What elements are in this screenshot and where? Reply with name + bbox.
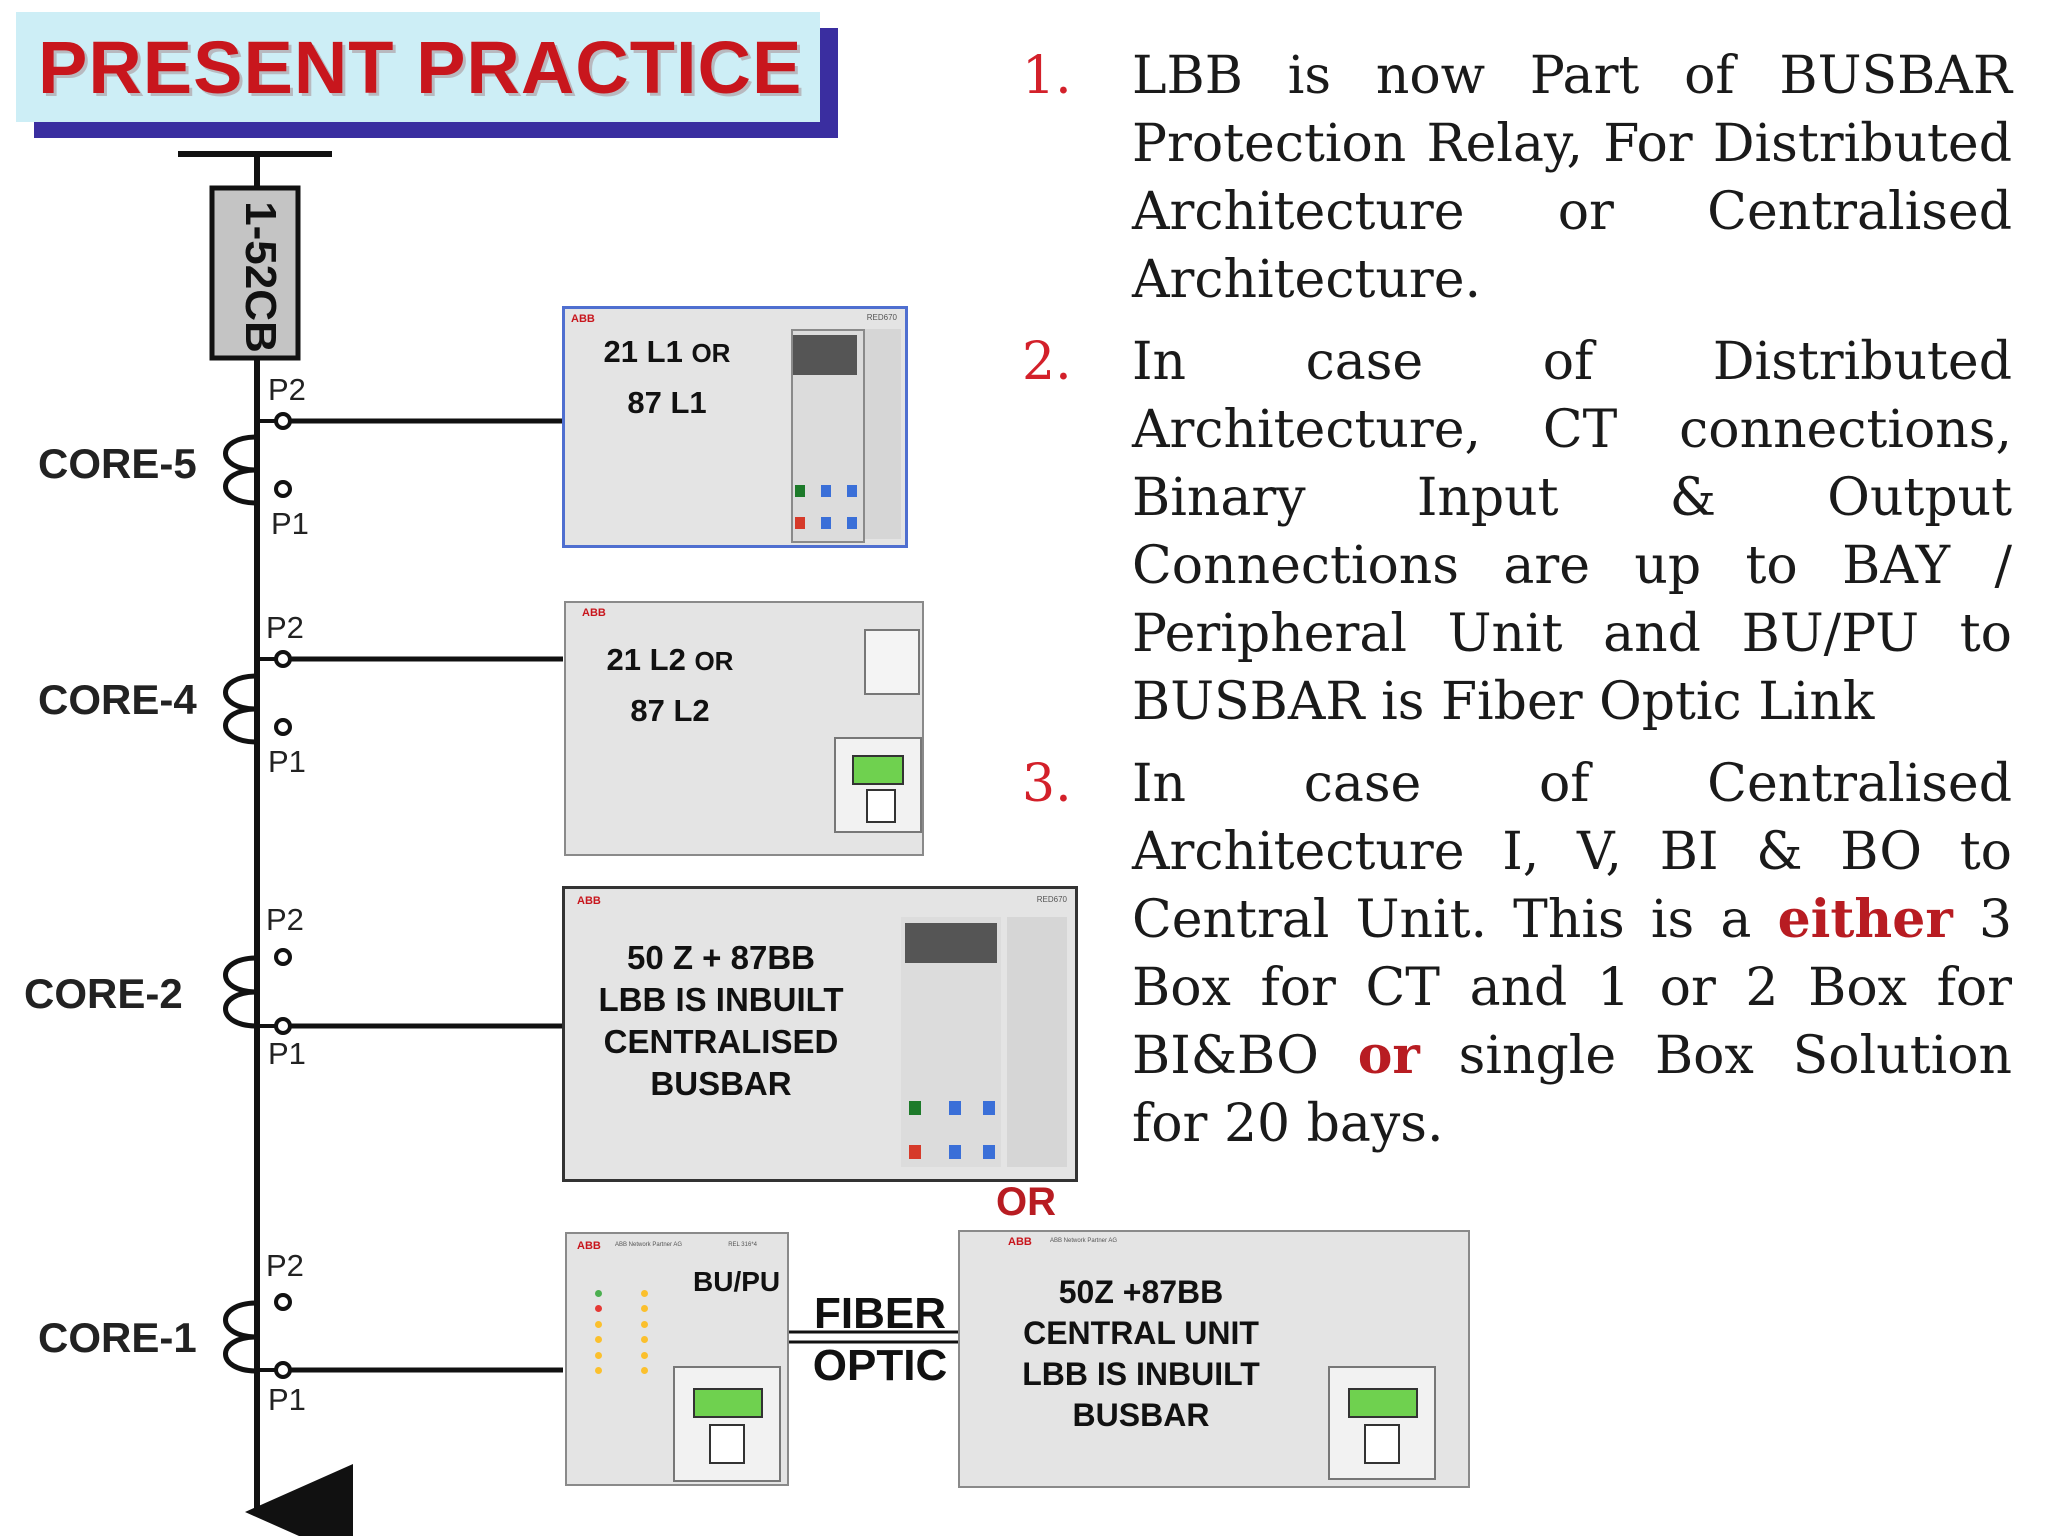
relay1-green-button: [795, 485, 805, 497]
relay-centralised-busbar: ABB RED670 50 Z + 87BB LBB IS INBUILT CE…: [562, 886, 1078, 1182]
relay-21l1-87l1: ABB RED670 21 L1 OR 87 L1: [562, 306, 908, 548]
relay3-key: [949, 1145, 961, 1159]
relay-21l2-87l2: ABB 21 L2 OR 87 L2: [564, 601, 924, 856]
relay3-red-button: [909, 1145, 921, 1159]
relay3-key: [949, 1101, 961, 1115]
relay1-key: [847, 517, 857, 529]
list-item-number: 3.: [1022, 754, 1072, 814]
abb-logo: ABB: [582, 607, 606, 619]
core5-p2-label: P2: [268, 372, 306, 407]
fiber-optic-label: FIBER OPTIC: [812, 1289, 948, 1390]
list-item-number: 1.: [1022, 46, 1072, 106]
vendor-label: ABB Network Partner AG: [615, 1242, 683, 1248]
bupu-led-column-left: [595, 1290, 605, 1374]
navigation-pad-icon: [709, 1424, 745, 1464]
relay3-display: [905, 923, 997, 963]
relay-model: RED670: [1036, 895, 1067, 904]
relay3-key: [983, 1145, 995, 1159]
core2-p2-label: P2: [266, 902, 304, 937]
relay1-key: [821, 517, 831, 529]
relay2-led-strip: [864, 629, 920, 695]
title-banner: PRESENT PRACTICE: [16, 12, 820, 122]
core4-coil: [223, 650, 563, 745]
relay1-key: [821, 485, 831, 497]
relay-model: RED670: [866, 313, 897, 322]
relay2-lcd: [852, 755, 904, 785]
bupu-led-column-right: [641, 1290, 651, 1374]
relay3-green-button: [909, 1101, 921, 1115]
abb-logo: ABB: [1008, 1236, 1032, 1248]
explanation-list: 1. LBB is now Part of BUSBAR Protection …: [1022, 42, 2012, 1172]
core1-p2-label: P2: [266, 1248, 304, 1283]
relay1-label: 21 L1 OR 87 L1: [603, 334, 731, 420]
core1-p1-label: P1: [268, 1382, 306, 1417]
relay3-side-strip: [1007, 917, 1067, 1167]
relay-model: REL 316*4: [728, 1242, 757, 1248]
core2-label: CORE-2: [24, 970, 183, 1017]
relay1-side-strip: [865, 329, 901, 539]
core5-label: CORE-5: [38, 440, 197, 487]
core4-label: CORE-4: [38, 676, 197, 723]
core1-label: CORE-1: [38, 1314, 197, 1361]
breaker-label: 1-52CB: [236, 201, 285, 353]
list-item-text: In case of Distributed Architecture, CT …: [1132, 332, 2012, 732]
navigation-pad-icon: [1364, 1424, 1400, 1464]
central-unit: ABB ABB Network Partner AG 50Z +87BB CEN…: [958, 1230, 1470, 1488]
core4-p1-label: P1: [268, 744, 306, 779]
abb-logo: ABB: [577, 1240, 601, 1252]
relay2-label: 21 L2 OR 87 L2: [606, 642, 734, 728]
bupu-lcd: [693, 1388, 763, 1418]
single-line-diagram: [178, 151, 958, 1536]
page-title: PRESENT PRACTICE: [38, 25, 803, 109]
core2-p1-label: P1: [268, 1036, 306, 1071]
core4-p2-label: P2: [266, 610, 304, 645]
central-lcd: [1348, 1388, 1418, 1418]
emphasis-or: or: [1357, 1025, 1420, 1086]
relay3-label: 50 Z + 87BB LBB IS INBUILT CENTRALISED B…: [598, 939, 844, 1102]
list-item: 3. In case of Centralised Architecture I…: [1022, 750, 2012, 1158]
emphasis-either: either: [1777, 889, 1953, 950]
bupu-keypad: [673, 1366, 781, 1482]
navigation-pad-icon: [866, 789, 896, 823]
relay2-keypad: [834, 737, 922, 833]
relay1-red-button: [795, 517, 805, 529]
core5-p1-label: P1: [271, 506, 309, 541]
relay1-key: [847, 485, 857, 497]
central-unit-label: 50Z +87BB CENTRAL UNIT LBB IS INBUILT BU…: [1022, 1274, 1260, 1433]
breaker-box: [209, 185, 301, 361]
bupu-unit: ABB ABB Network Partner AG REL 316*4 BU/…: [565, 1232, 789, 1486]
list-item-text: In case of Centralised Architecture I, V…: [1132, 754, 2013, 1154]
abb-logo: ABB: [571, 313, 595, 325]
list-item-text: LBB is now Part of BUSBAR Protection Rel…: [1132, 46, 2012, 310]
core1-coil: [223, 1293, 563, 1379]
list-item: 1. LBB is now Part of BUSBAR Protection …: [1022, 42, 2012, 314]
core5-coil: [223, 412, 562, 506]
abb-logo: ABB: [577, 895, 601, 907]
vendor-label: ABB Network Partner AG: [1050, 1238, 1118, 1244]
relay3-key: [983, 1101, 995, 1115]
bupu-label: BU/PU: [693, 1266, 781, 1297]
relay1-display: [793, 335, 857, 375]
or-label: OR: [996, 1180, 1056, 1224]
list-item: 2. In case of Distributed Architecture, …: [1022, 328, 2012, 736]
core2-coil: [223, 948, 563, 1035]
central-keypad: [1328, 1366, 1436, 1480]
list-item-number: 2.: [1022, 332, 1072, 392]
